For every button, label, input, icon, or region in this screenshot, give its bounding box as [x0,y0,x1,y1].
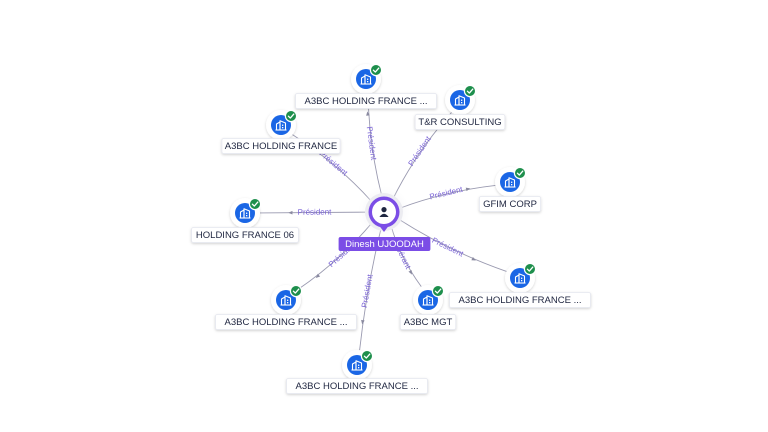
company-node[interactable]: A3BC HOLDING FRANCE ... [215,284,357,330]
company-name: T&R CONSULTING [418,117,501,128]
person-icon [379,207,389,217]
check-badge-icon [523,262,537,276]
edge-line [259,211,369,214]
node-label-bg [399,314,457,330]
company-node[interactable]: A3BC MGT [399,284,457,330]
edge-label: Président [407,134,434,168]
check-badge-icon [289,284,303,298]
edge-arrow-icon [288,210,293,215]
check-badge-icon [248,197,262,211]
edge-arrow-icon [471,257,476,261]
edge-label: Président [429,185,465,202]
company-name: GFIM CORP [483,199,537,210]
center-label-bg [338,237,431,251]
building-icon [422,295,434,306]
node-label-bg [215,314,357,330]
building-icon [504,177,516,188]
company-node[interactable]: T&R CONSULTING [414,84,506,130]
company-node[interactable]: HOLDING FRANCE 06 [191,197,299,243]
check-badge-icon [431,284,445,298]
nodes-layer: A3BC HOLDING FRANCE ... T&R CONSULTING A3B… [191,63,591,394]
node-label-bg [295,93,437,109]
company-node[interactable]: A3BC HOLDING FRANCE ... [295,63,437,109]
edge-label: Président [365,126,379,161]
check-badge-icon [284,109,298,123]
person-name: Dinesh UJOODAH [345,239,424,250]
company-name: HOLDING FRANCE 06 [196,230,294,241]
edge-n5: Président [259,207,369,217]
building-icon [280,295,292,306]
building-icon [360,74,372,85]
edge-n8: Gérant [390,226,422,287]
node-label-bg [221,138,341,154]
building-icon [275,120,287,131]
edge-arrow-icon [465,187,471,192]
building-icon [454,95,466,106]
company-node[interactable]: A3BC HOLDING FRANCE ... [286,349,428,394]
company-name: A3BC HOLDING FRANCE ... [225,317,348,328]
check-badge-icon [369,63,383,77]
company-name: A3BC HOLDING FRANCE [225,141,337,152]
edge-label: Président [298,207,333,216]
building-icon [351,360,363,371]
check-badge-icon [513,166,527,180]
edge-label: Président [360,273,375,309]
edge-line [398,218,507,272]
building-icon [239,208,251,219]
edge-arrow-icon [408,270,412,275]
company-name: A3BC HOLDING FRANCE ... [459,295,582,306]
edge-n1: Président [365,93,383,197]
check-badge-icon [360,349,374,363]
company-name: A3BC HOLDING FRANCE ... [305,96,428,107]
center-node[interactable]: Dinesh UJOODAH [338,186,431,251]
person-pin [368,196,400,232]
company-node[interactable]: A3BC HOLDING FRANCE [221,109,341,154]
edge-arrow-icon [361,319,365,325]
edge-arrow-icon [366,111,370,116]
building-icon [514,273,526,284]
node-label-bg [478,196,542,212]
edge-n7: Président [296,222,373,291]
node-label-bg [286,378,428,394]
edge-arrow-icon [315,273,321,278]
company-node[interactable]: A3BC HOLDING FRANCE ... [449,262,591,308]
edge-label: Président [430,236,465,259]
company-name: A3BC MGT [404,317,453,328]
node-label-bg [449,292,591,308]
check-badge-icon [463,84,477,98]
company-node[interactable]: GFIM CORP [478,166,542,212]
node-label-bg [191,227,299,243]
node-label-bg [414,114,506,130]
company-name: A3BC HOLDING FRANCE ... [296,381,419,392]
edge-line [296,222,373,291]
